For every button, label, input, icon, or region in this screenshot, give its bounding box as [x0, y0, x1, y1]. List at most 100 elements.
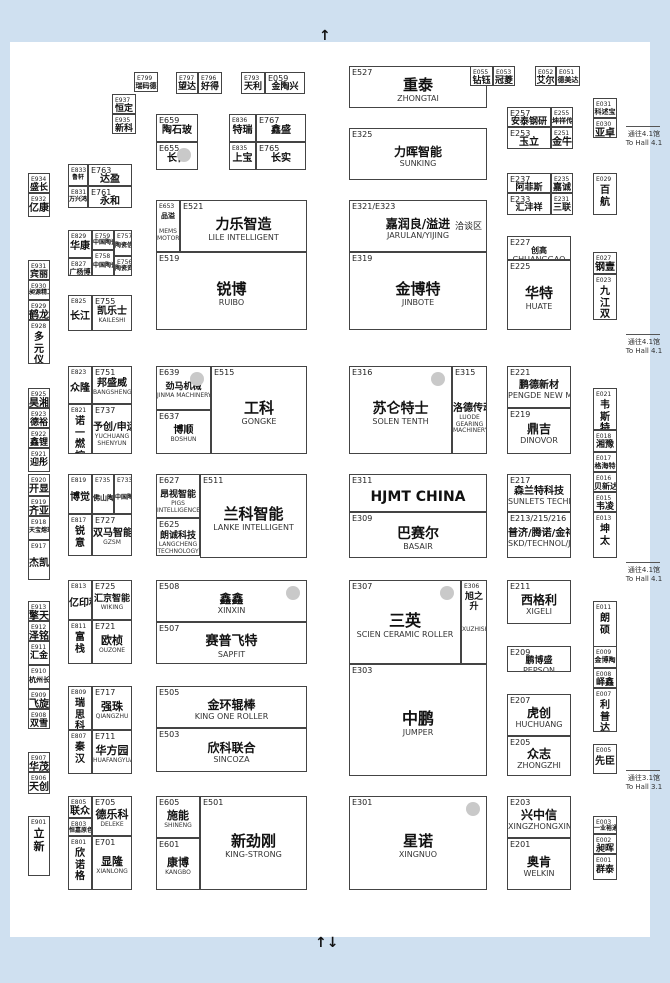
booth-e910[interactable]: E910杭州长江	[28, 665, 50, 689]
booth-e759[interactable]: E759中国陶瓷网	[92, 230, 114, 250]
booth-e813[interactable]: E813亿印科技	[68, 580, 92, 620]
booth-e023[interactable]: E023九江双龙	[593, 274, 617, 320]
booth-e758[interactable]: E758中国陶瓷工业	[92, 250, 114, 276]
booth-e751[interactable]: E751邦盛威BANGSHENGWEI	[92, 366, 132, 404]
booth-e711[interactable]: E711华方园HUAFANGYUAN	[92, 730, 132, 774]
booth-e733[interactable]: E733中国陶瓷卫浴总部	[114, 474, 132, 514]
booth-e756[interactable]: E756陶瓷资讯	[114, 256, 132, 276]
booth-e735[interactable]: E735佛山陶博会	[92, 474, 114, 514]
booth-e821[interactable]: E821诺一燃控	[68, 404, 92, 454]
booth-e306[interactable]: E306旭之升XUZHISHENG	[461, 580, 487, 664]
booth-e918[interactable]: E918天宝熔球	[28, 516, 50, 540]
booth-e655[interactable]: E655长仁	[156, 142, 198, 170]
booth-e928[interactable]: E928多元仪表	[28, 320, 50, 364]
booth-e255[interactable]: E255坤祥传动	[551, 107, 573, 127]
